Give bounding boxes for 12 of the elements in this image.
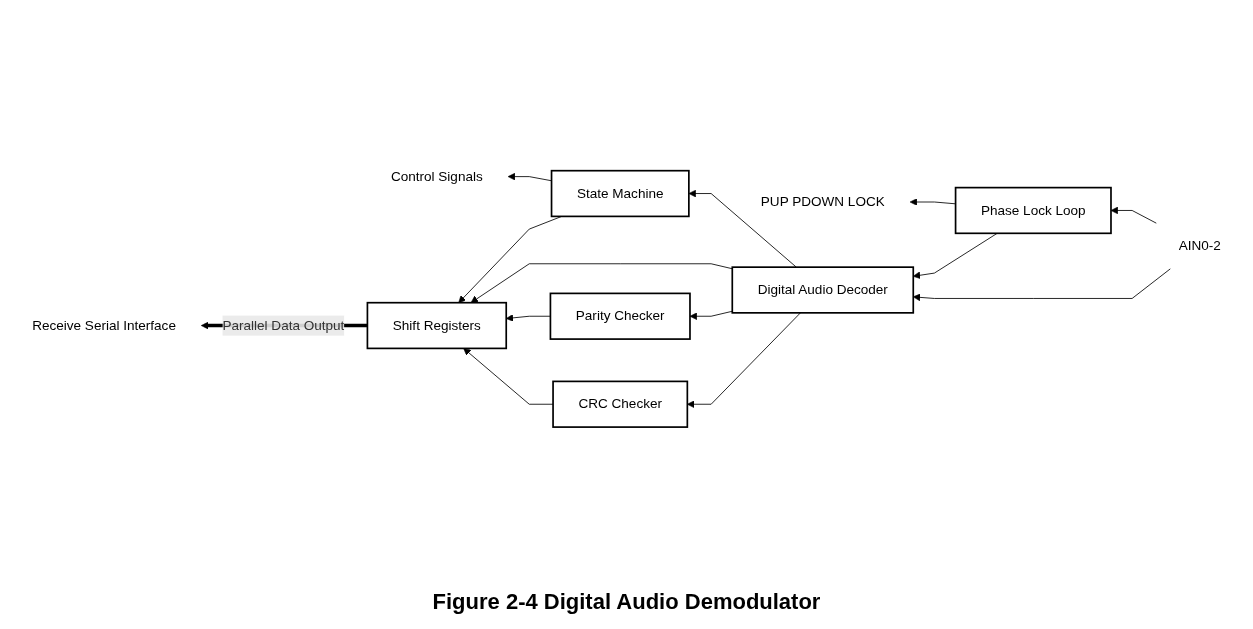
node-box: Parity Checker (549, 292, 691, 340)
node-box: CRC Checker (552, 380, 689, 428)
node-box: Digital Audio Decoder (731, 266, 915, 314)
node-text: Control Signals (390, 169, 483, 184)
figure-caption: Figure 2-4 Digital Audio Demodulator (432, 588, 821, 616)
node-text: AIN0-2 (1178, 238, 1221, 253)
edge-label: Parallel Data Output (222, 317, 345, 333)
node-text: Receive Serial Interface (32, 317, 176, 333)
node-box: Phase Lock Loop (954, 186, 1112, 235)
node-box: State Machine (550, 169, 690, 218)
node-text: PUP PDOWN LOCK (760, 194, 885, 209)
node-box: Shift Registers (366, 301, 508, 350)
